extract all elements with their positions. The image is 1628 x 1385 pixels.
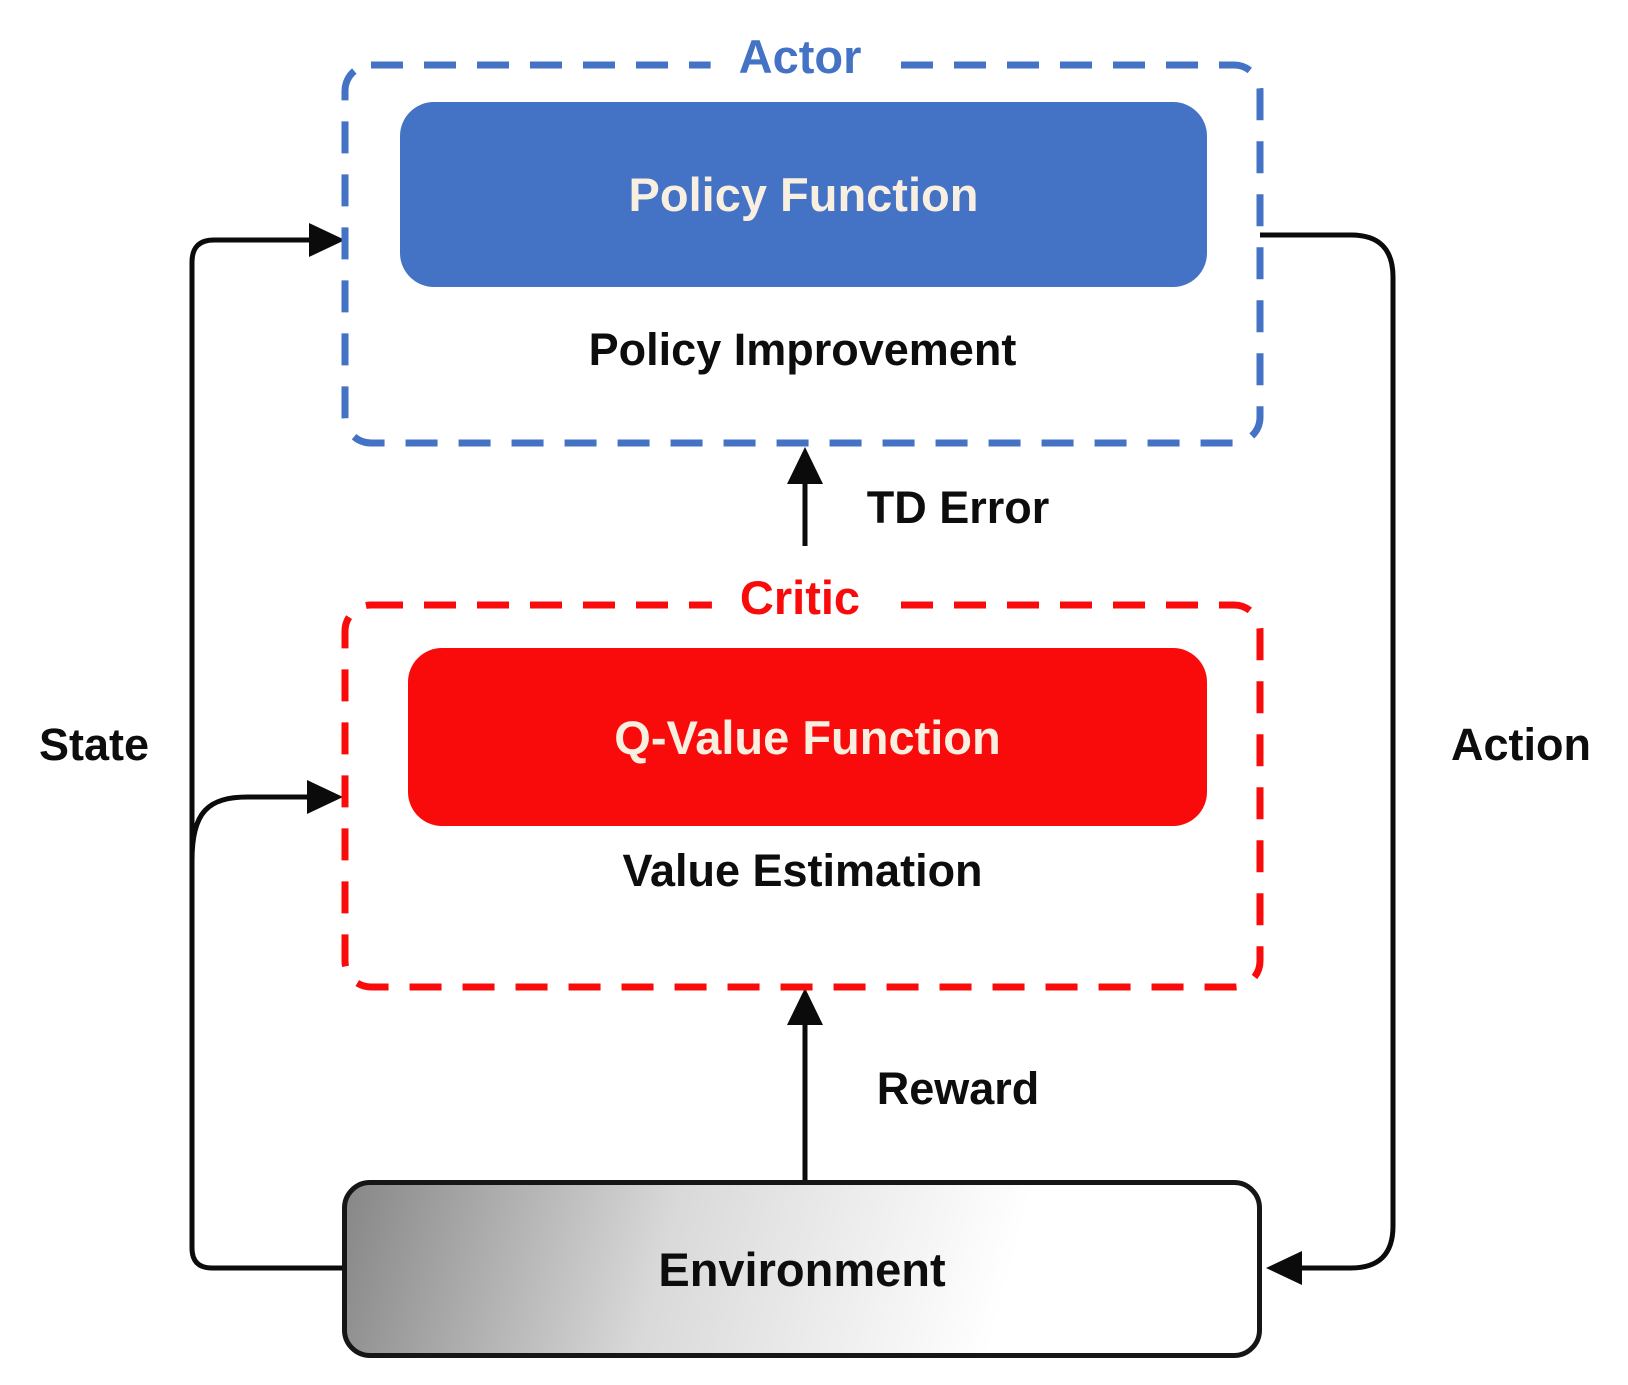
policy-improvement-caption: Policy Improvement <box>588 324 1017 375</box>
action-line <box>1260 232 1396 1271</box>
critic-group-label: Critic <box>711 572 889 624</box>
state-arrowhead-critic <box>307 780 343 814</box>
value-estimation-caption: Value Estimation <box>622 845 983 896</box>
state-edge-label: State <box>38 719 150 770</box>
policy-function-box: Policy Function <box>400 102 1207 287</box>
q-value-function-box: Q-Value Function <box>408 648 1207 826</box>
state-arrowhead-actor <box>309 223 345 257</box>
action-edge-label: Action <box>1451 719 1591 770</box>
state-line <box>189 237 342 1271</box>
state-branch-line <box>189 794 308 861</box>
actor-group-label: Actor <box>710 31 890 83</box>
q-value-function-label: Q-Value Function <box>614 710 1001 764</box>
td-error-arrowhead <box>787 447 823 484</box>
reward-edge-label: Reward <box>876 1063 1040 1114</box>
reward-arrowhead <box>787 988 823 1025</box>
td-error-edge-label: TD Error <box>866 482 1050 533</box>
action-arrowhead <box>1266 1251 1302 1285</box>
environment-label: Environment <box>658 1242 946 1296</box>
environment-box: Environment <box>342 1180 1262 1358</box>
policy-function-label: Policy Function <box>628 168 979 221</box>
